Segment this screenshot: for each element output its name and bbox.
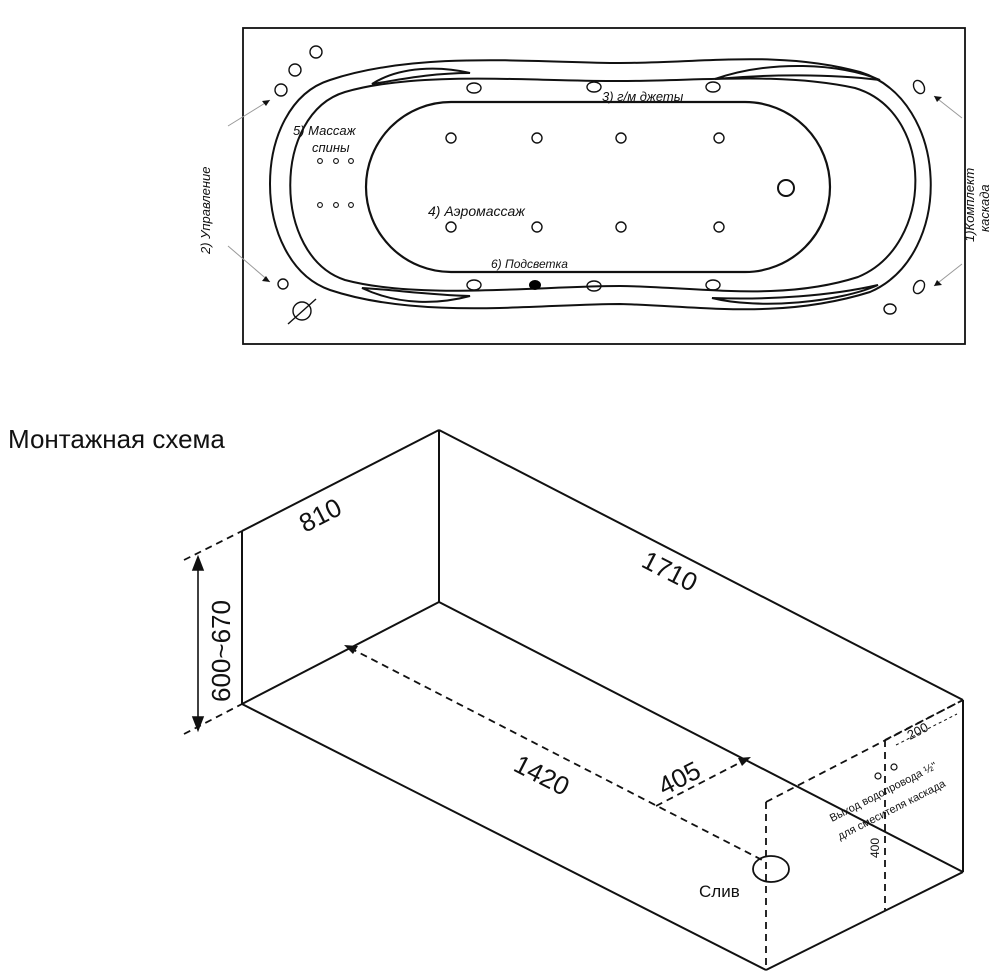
drain-outlet xyxy=(752,855,790,883)
dim-inner-length: 1420 xyxy=(509,749,574,802)
aero-nozzle xyxy=(713,221,725,233)
aero-nozzle xyxy=(713,132,725,144)
back-nozzle xyxy=(317,158,323,164)
jet xyxy=(466,279,482,291)
jet xyxy=(883,303,897,315)
back-massage-nozzles xyxy=(317,158,354,208)
aero-nozzle xyxy=(615,221,627,233)
dim-arrow xyxy=(738,757,751,766)
light-spot xyxy=(529,280,541,290)
jet xyxy=(705,279,721,291)
tub-basin xyxy=(364,100,832,274)
overflow-valve xyxy=(292,301,312,321)
hydromassage-jets xyxy=(466,79,926,315)
drain-label: Слив xyxy=(699,882,740,901)
jet xyxy=(705,81,721,93)
dim-height: 600~670 xyxy=(206,600,236,702)
pipe-outlet xyxy=(874,772,882,780)
top-view xyxy=(242,27,966,345)
aero-nozzle xyxy=(445,221,457,233)
mounting-dashed xyxy=(183,530,964,970)
aero-nozzle xyxy=(445,132,457,144)
control-button xyxy=(309,45,323,59)
mounting-title: Монтажная схема xyxy=(8,424,225,454)
tub-outer-rim xyxy=(269,58,932,311)
height-dimension xyxy=(191,554,205,733)
label-aeromassage: 4) Аэромассаж xyxy=(428,203,526,219)
top-view-frame xyxy=(242,27,966,345)
tub-inner-rim xyxy=(289,77,917,293)
label-jets: 3) г/м джеты xyxy=(602,89,684,104)
aero-nozzle xyxy=(531,132,543,144)
armrest-left-top xyxy=(371,67,471,85)
dim-arrow xyxy=(344,645,358,654)
armrest-right-top xyxy=(714,65,881,81)
jet xyxy=(466,82,482,94)
back-nozzle xyxy=(333,158,339,164)
control-buttons xyxy=(274,45,323,325)
label-cascade-1: 1)Комплект xyxy=(962,168,977,242)
armrest-right-bottom xyxy=(711,284,879,305)
jet xyxy=(912,279,926,295)
aeromassage-nozzles xyxy=(445,132,725,233)
jet xyxy=(912,79,926,95)
jet xyxy=(586,280,602,292)
dim-drain-offset: 405 xyxy=(653,755,705,801)
dim-width: 810 xyxy=(294,492,346,538)
label-back-massage-2: спины xyxy=(312,140,350,155)
dim-length: 1710 xyxy=(637,545,702,598)
armrest-left-bottom xyxy=(361,287,471,303)
label-back-massage-1: 5) Массаж xyxy=(293,123,357,138)
mounting-box xyxy=(241,429,964,971)
control-button xyxy=(277,278,289,290)
pipe-outlet xyxy=(890,763,898,771)
back-nozzle xyxy=(317,202,323,208)
leader-arrows xyxy=(262,96,942,286)
back-nozzle xyxy=(333,202,339,208)
drain-hole xyxy=(777,179,795,197)
label-light: 6) Подсветка xyxy=(491,257,568,271)
control-button xyxy=(288,63,302,77)
back-nozzle xyxy=(348,202,354,208)
label-control: 2) Управление xyxy=(198,167,213,255)
dim-pipe-height: 400 xyxy=(868,838,882,858)
back-nozzle xyxy=(348,158,354,164)
aero-nozzle xyxy=(615,132,627,144)
control-button xyxy=(274,83,288,97)
label-cascade-2: каскада xyxy=(977,184,992,232)
jet xyxy=(586,81,602,93)
aero-nozzle xyxy=(531,221,543,233)
